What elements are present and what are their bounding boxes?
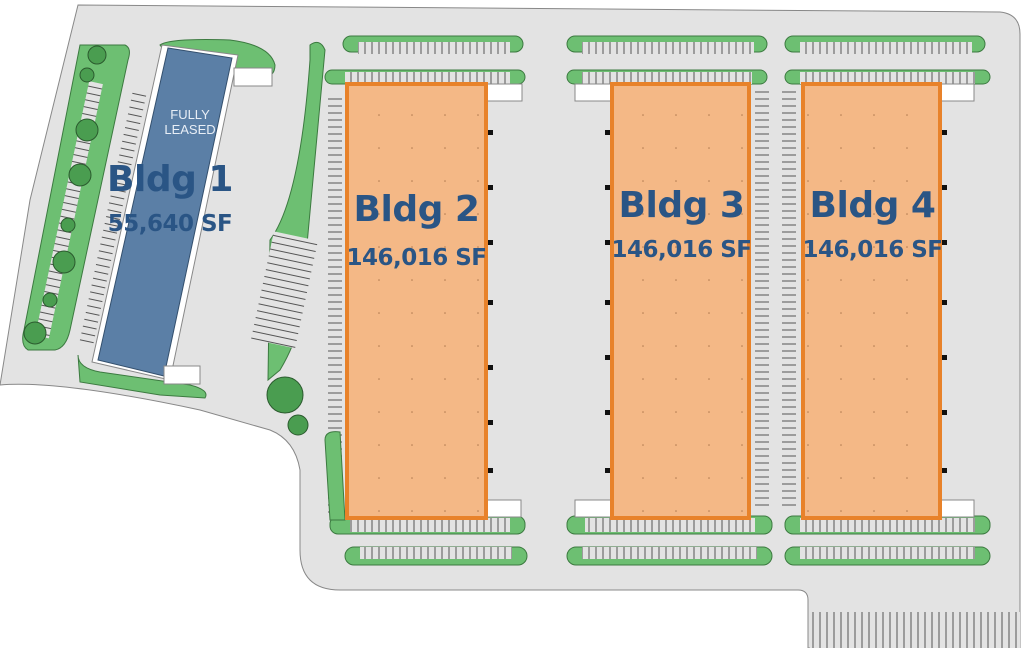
building-4-area: 146,016 SF [802, 237, 943, 263]
leased-line-1: FULLY [170, 107, 210, 122]
building-2-label: Bldg 2 146,016 SF [340, 190, 493, 272]
building-4-name: Bldg 4 [809, 185, 936, 226]
building-1-name: Bldg 1 [107, 159, 233, 200]
north-parking-rows [324, 35, 991, 85]
building-3[interactable] [574, 82, 751, 520]
building-2[interactable] [345, 82, 523, 520]
building-3-area: 146,016 SF [611, 237, 752, 263]
building-1-area: 55,640 SF [107, 211, 233, 237]
building-1[interactable] [91, 44, 273, 385]
building-2-area: 146,016 SF [346, 245, 487, 271]
leased-status: FULLY LEASED [155, 107, 225, 137]
building-4[interactable] [801, 82, 975, 520]
south-parking-rows [329, 515, 991, 566]
leased-line-2: LEASED [164, 122, 216, 137]
bottom-right-parking [810, 612, 1020, 648]
building-3-name: Bldg 3 [618, 185, 745, 226]
building-1-label: Bldg 1 55,640 SF [95, 160, 245, 238]
tree-icon [23, 45, 309, 436]
building-4-label: Bldg 4 146,016 SF [796, 186, 949, 264]
building-2-name: Bldg 2 [353, 189, 480, 230]
building-3-label: Bldg 3 146,016 SF [605, 186, 758, 264]
